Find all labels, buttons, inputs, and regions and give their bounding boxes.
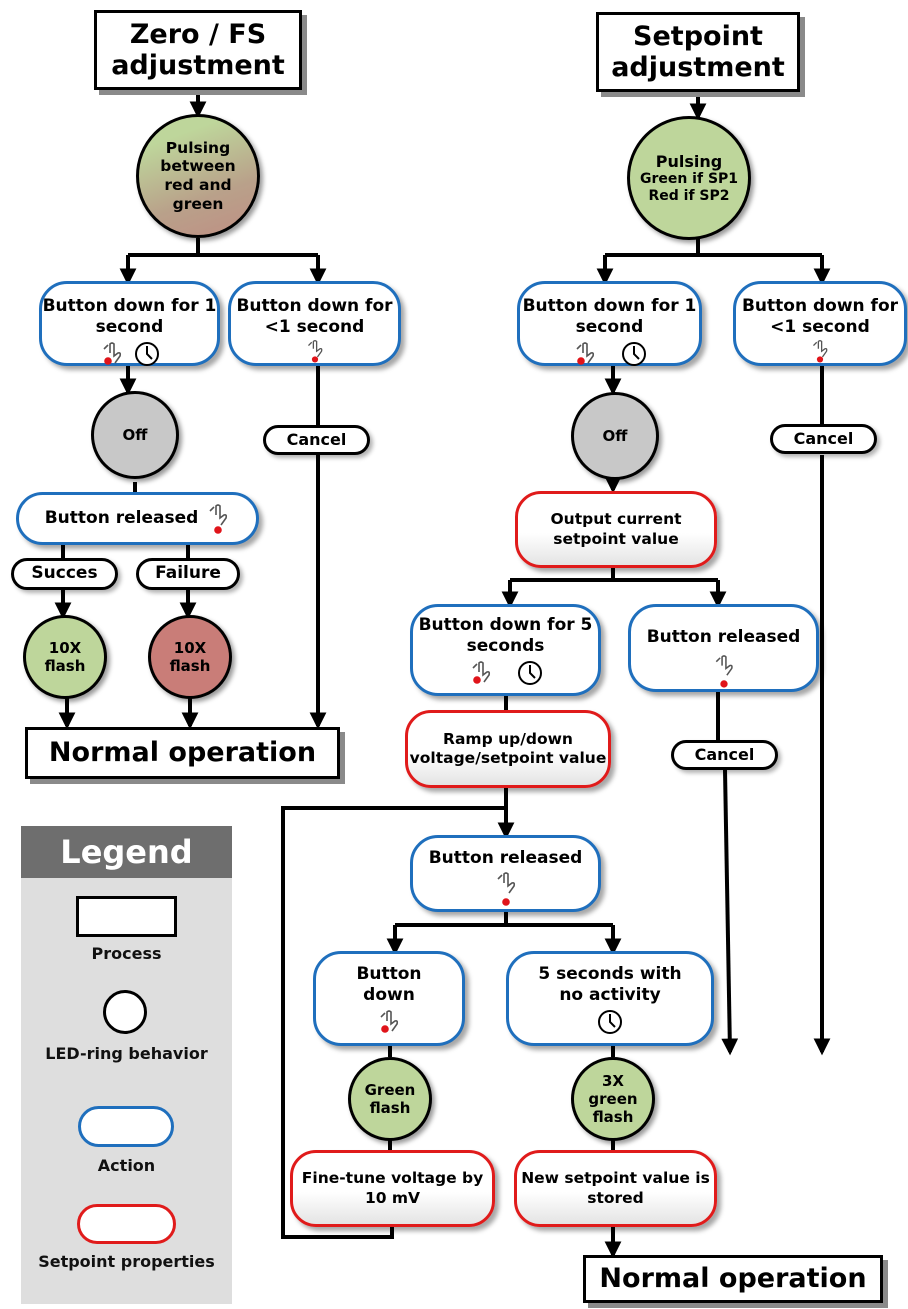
action-label: Button down for 1 second (522, 296, 697, 338)
connector (510, 568, 718, 582)
led-10x-flash-green: 10X flash (23, 615, 107, 699)
action-label: Button down for <1 second (236, 296, 393, 338)
action-button-down-1s: Button down for 1 second (39, 281, 220, 366)
action-button-released: Button released (628, 604, 819, 692)
process-setpoint-title: Setpoint adjustment (596, 12, 800, 92)
clock-icon (598, 1009, 622, 1034)
action-label: Button down for <1 second (741, 296, 899, 338)
action-label: Button released (646, 627, 801, 647)
action-label: 5 seconds with no activity (538, 964, 682, 1006)
legend: Legend Process LED-ring behavior Action … (21, 826, 232, 1304)
led-off: Off (91, 391, 179, 479)
setpoint-ramp: Ramp up/down voltage/setpoint value (405, 710, 611, 788)
hand-press-icon (102, 341, 121, 365)
led-pulsing-red-green: Pulsing between red and green (136, 114, 260, 238)
process-cancel: Cancel (770, 424, 877, 454)
action-button-down-lt1s: Button down for <1 second (733, 281, 907, 366)
clock-icon (517, 660, 542, 685)
action-button-down-lt1s: Button down for <1 second (228, 281, 401, 366)
led-off: Off (571, 392, 659, 480)
led-text: Pulsing (655, 151, 723, 171)
setpoint-fine-tune: Fine-tune voltage by 10 mV (290, 1150, 495, 1227)
legend-led-label: LED-ring behavior (45, 1044, 208, 1063)
legend-action-label: Action (97, 1156, 156, 1175)
action-label: Button down (356, 964, 422, 1006)
action-button-down-1s: Button down for 1 second (517, 281, 702, 366)
action-label: Button released (428, 848, 583, 868)
action-button-down-5s: Button down for 5 seconds (410, 604, 601, 696)
hand-press-icon (496, 872, 515, 907)
clock-icon (134, 341, 159, 366)
hand-press-icon (813, 339, 828, 363)
connector (61, 545, 190, 558)
process-normal-operation: Normal operation (25, 727, 340, 779)
legend-title: Legend (21, 826, 232, 878)
connector (605, 238, 822, 257)
action-button-released: Button released (410, 835, 601, 912)
led-green-flash: Green flash (348, 1057, 432, 1141)
action-label: Button released (44, 507, 199, 528)
connector (128, 238, 318, 257)
arrow (721, 769, 739, 1056)
process-normal-operation: Normal operation (583, 1255, 883, 1303)
action-button-down: Button down (313, 951, 465, 1046)
process-cancel: Cancel (263, 425, 370, 455)
led-text: Red if SP2 (648, 187, 730, 204)
led-pulsing-sp: Pulsing Green if SP1 Red if SP2 (627, 116, 751, 240)
connector (395, 912, 613, 927)
led-3x-green-flash: 3X green flash (571, 1057, 655, 1141)
hand-press-icon (307, 339, 322, 363)
outcome-success: Succes (11, 558, 118, 590)
legend-process-label: Process (91, 944, 162, 963)
hand-press-icon (209, 503, 228, 534)
outcome-failure: Failure (136, 558, 240, 590)
hand-press-icon (471, 660, 490, 684)
led-10x-flash-red: 10X flash (148, 615, 232, 699)
hand-press-icon (715, 655, 733, 688)
action-5s-no-activity: 5 seconds with no activity (506, 951, 714, 1046)
setpoint-output-current: Output current setpoint value (515, 491, 717, 568)
action-label: Button down for 5 seconds (418, 615, 593, 657)
legend-process-swatch (76, 896, 177, 937)
legend-setpoint-label: Setpoint properties (38, 1252, 215, 1271)
setpoint-stored: New setpoint value is stored (514, 1150, 717, 1227)
hand-press-icon (575, 341, 594, 365)
legend-led-swatch (103, 990, 147, 1034)
clock-icon (621, 341, 646, 366)
hand-press-icon (380, 1009, 399, 1033)
process-zero-fs-title: Zero / FS adjustment (94, 10, 302, 90)
led-text: Green if SP1 (639, 170, 739, 187)
action-label: Button down for 1 second (42, 296, 217, 338)
legend-action-swatch (78, 1106, 174, 1147)
process-cancel: Cancel (671, 740, 778, 770)
action-button-released: Button released (16, 492, 259, 545)
legend-setpoint-swatch (77, 1204, 176, 1244)
